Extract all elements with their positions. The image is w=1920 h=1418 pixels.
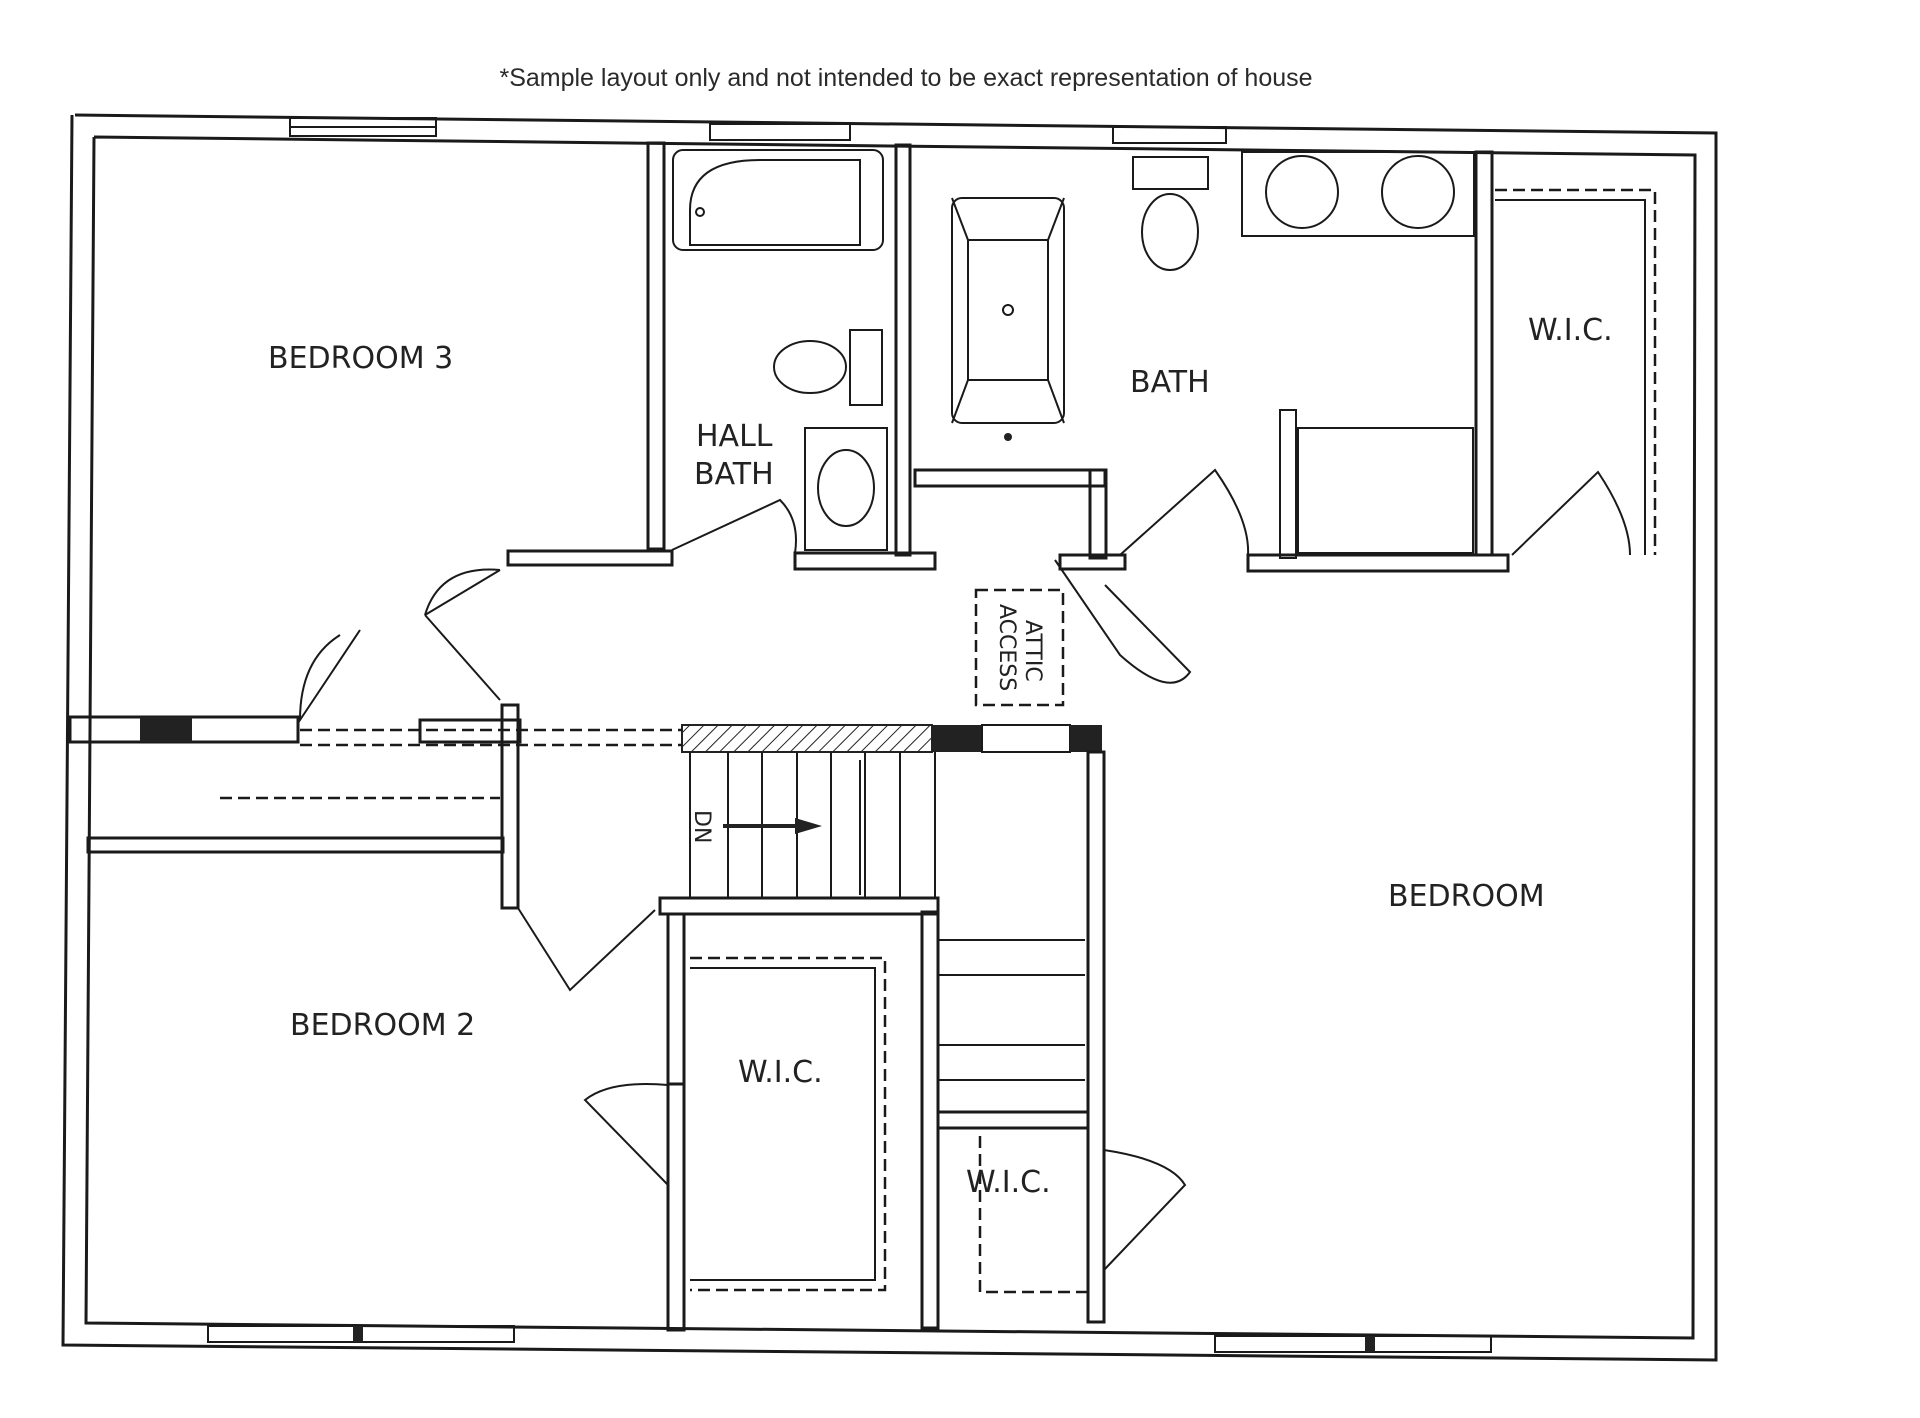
room-label-bedroom2-wic: W.I.C. xyxy=(738,1055,823,1090)
attic-access-label-2: ACCESS xyxy=(994,604,1019,691)
doors xyxy=(298,468,1631,1271)
room-label-small-wic: W.I.C. xyxy=(966,1165,1051,1200)
stairs-down-label: DN xyxy=(689,810,714,843)
stairs-down-arrow xyxy=(723,760,861,895)
room-label-master-wic: W.I.C. xyxy=(1528,313,1613,348)
room-label-bath: BATH xyxy=(1130,365,1210,400)
closet-shelves xyxy=(690,188,1657,1294)
room-label-bedroom2: BEDROOM 2 xyxy=(290,1008,475,1043)
room-label-hall-bath-line2: BATH xyxy=(694,457,774,492)
attic-access-label-1: ATTIC xyxy=(1020,620,1045,682)
master-bath-fixtures xyxy=(951,151,1475,559)
room-label-bedroom3: BEDROOM 3 xyxy=(268,341,453,376)
room-label-hall-bath-line1: HALL xyxy=(696,419,773,454)
room-label-bedroom: BEDROOM xyxy=(1388,879,1545,914)
interior-walls xyxy=(68,141,1510,1332)
disclaimer-note: *Sample layout only and not intended to … xyxy=(499,64,1313,92)
exterior-walls xyxy=(61,113,1718,1362)
hall-bath-fixtures xyxy=(672,149,888,551)
